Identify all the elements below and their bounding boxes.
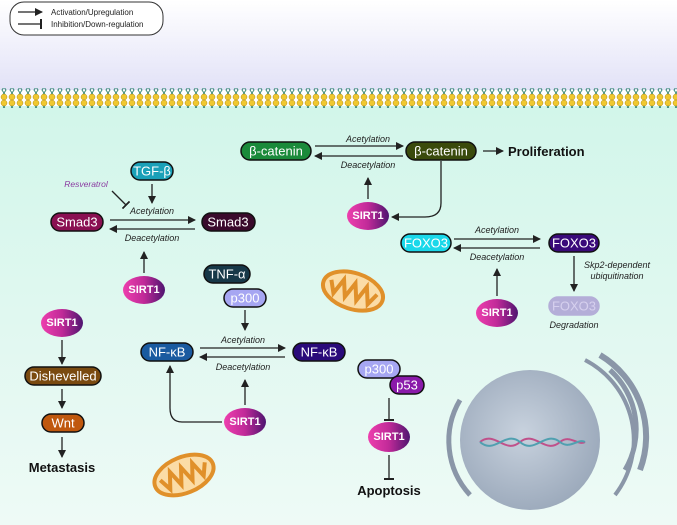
cell-membrane bbox=[0, 88, 677, 108]
svg-text:β-catenin: β-catenin bbox=[249, 144, 303, 159]
deacetylation-label: Deacetylation bbox=[125, 233, 180, 243]
wnt-node: Wnt bbox=[41, 413, 85, 433]
acetylation-label: Acetylation bbox=[474, 225, 519, 235]
mitochondrion-icon bbox=[152, 452, 216, 498]
skp2-label: Skp2-dependent bbox=[584, 260, 651, 270]
mitochondrion-icon bbox=[320, 269, 386, 313]
metastasis-label: Metastasis bbox=[29, 460, 95, 475]
svg-text:FOXO3: FOXO3 bbox=[404, 236, 448, 251]
nfkb-pathway: TNF-α p300 Acetylation NF-κB NF-κB Deace… bbox=[140, 264, 346, 436]
svg-text:Smad3: Smad3 bbox=[56, 215, 97, 230]
svg-text:Smad3: Smad3 bbox=[207, 215, 248, 230]
svg-text:SIRT1: SIRT1 bbox=[46, 317, 77, 329]
smad3-pathway: TGF-β Resveratrol Acetylation Smad3 Smad… bbox=[50, 161, 256, 304]
tgf-beta-node: TGF-β bbox=[130, 161, 174, 181]
ubiquitination-label: ubiquitination bbox=[590, 271, 643, 281]
svg-text:β-catenin: β-catenin bbox=[414, 144, 468, 159]
p53-pathway: p300 p53 SIRT1 Apoptosis bbox=[357, 359, 425, 498]
foxo3-node: FOXO3 bbox=[400, 233, 452, 253]
resveratrol-label: Resveratrol bbox=[64, 179, 109, 189]
sirt1-node: SIRT1 bbox=[347, 202, 389, 230]
svg-text:SIRT1: SIRT1 bbox=[373, 431, 404, 443]
wnt-pathway: SIRT1 Dishevelled Wnt Metastasis bbox=[24, 309, 102, 475]
svg-text:SIRT1: SIRT1 bbox=[481, 307, 512, 319]
p300-node: p300 bbox=[223, 288, 267, 308]
acetylation-label: Acetylation bbox=[129, 206, 174, 216]
svg-text:SIRT1: SIRT1 bbox=[128, 284, 159, 296]
acetylation-label: Acetylation bbox=[345, 134, 390, 144]
svg-text:p53: p53 bbox=[396, 378, 418, 393]
svg-text:Wnt: Wnt bbox=[51, 416, 75, 431]
degraded-foxo3-node: FOXO3 bbox=[548, 296, 600, 316]
p300-node: p300 bbox=[357, 359, 401, 379]
acetylated-beta-catenin-node: β-catenin bbox=[405, 141, 477, 161]
svg-text:TGF-β: TGF-β bbox=[133, 164, 171, 179]
svg-text:p300: p300 bbox=[365, 362, 394, 377]
foxo3-pathway: FOXO3 FOXO3 Acetylation Deacetylation SI… bbox=[400, 225, 651, 330]
sirt1-node: SIRT1 bbox=[368, 422, 410, 452]
sirt1-node: SIRT1 bbox=[41, 309, 83, 337]
deacetylation-label: Deacetylation bbox=[341, 160, 396, 170]
legend-activation: Activation/Upregulation bbox=[51, 8, 133, 17]
degradation-label: Degradation bbox=[549, 320, 598, 330]
svg-text:FOXO3: FOXO3 bbox=[552, 299, 596, 314]
svg-text:TNF-α: TNF-α bbox=[208, 267, 246, 282]
acetylated-nfkb-node: NF-κB bbox=[292, 342, 346, 362]
nfkb-node: NF-κB bbox=[140, 342, 194, 362]
legend-inhibition: Inhibition/Down-regulation bbox=[51, 20, 144, 29]
acetylated-foxo3-node: FOXO3 bbox=[548, 233, 600, 253]
smad3-node: Smad3 bbox=[50, 212, 104, 232]
legend: Activation/Upregulation Inhibition/Down-… bbox=[9, 1, 164, 36]
acetylation-label: Acetylation bbox=[220, 335, 265, 345]
sirt1-node: SIRT1 bbox=[224, 408, 266, 436]
proliferation-label: Proliferation bbox=[508, 144, 585, 159]
sirt1-node: SIRT1 bbox=[476, 299, 518, 327]
nucleus-icon bbox=[446, 352, 650, 510]
svg-text:SIRT1: SIRT1 bbox=[352, 210, 383, 222]
sirt1-node: SIRT1 bbox=[123, 276, 165, 304]
svg-text:NF-κB: NF-κB bbox=[149, 345, 186, 360]
deacetylation-label: Deacetylation bbox=[216, 362, 271, 372]
svg-text:NF-κB: NF-κB bbox=[301, 345, 338, 360]
svg-text:FOXO3: FOXO3 bbox=[552, 236, 596, 251]
dishevelled-node: Dishevelled bbox=[24, 366, 102, 386]
p53-node: p53 bbox=[389, 375, 425, 395]
acetylated-smad3-node: Smad3 bbox=[201, 212, 256, 232]
beta-catenin-node: β-catenin bbox=[240, 141, 312, 161]
svg-text:p300: p300 bbox=[231, 291, 260, 306]
svg-text:Dishevelled: Dishevelled bbox=[29, 369, 96, 384]
beta-catenin-pathway: β-catenin β-catenin Acetylation Deacetyl… bbox=[240, 134, 585, 230]
tnf-alpha-node: TNF-α bbox=[203, 264, 251, 284]
deacetylation-label: Deacetylation bbox=[470, 252, 525, 262]
apoptosis-label: Apoptosis bbox=[357, 483, 421, 498]
svg-text:SIRT1: SIRT1 bbox=[229, 416, 260, 428]
